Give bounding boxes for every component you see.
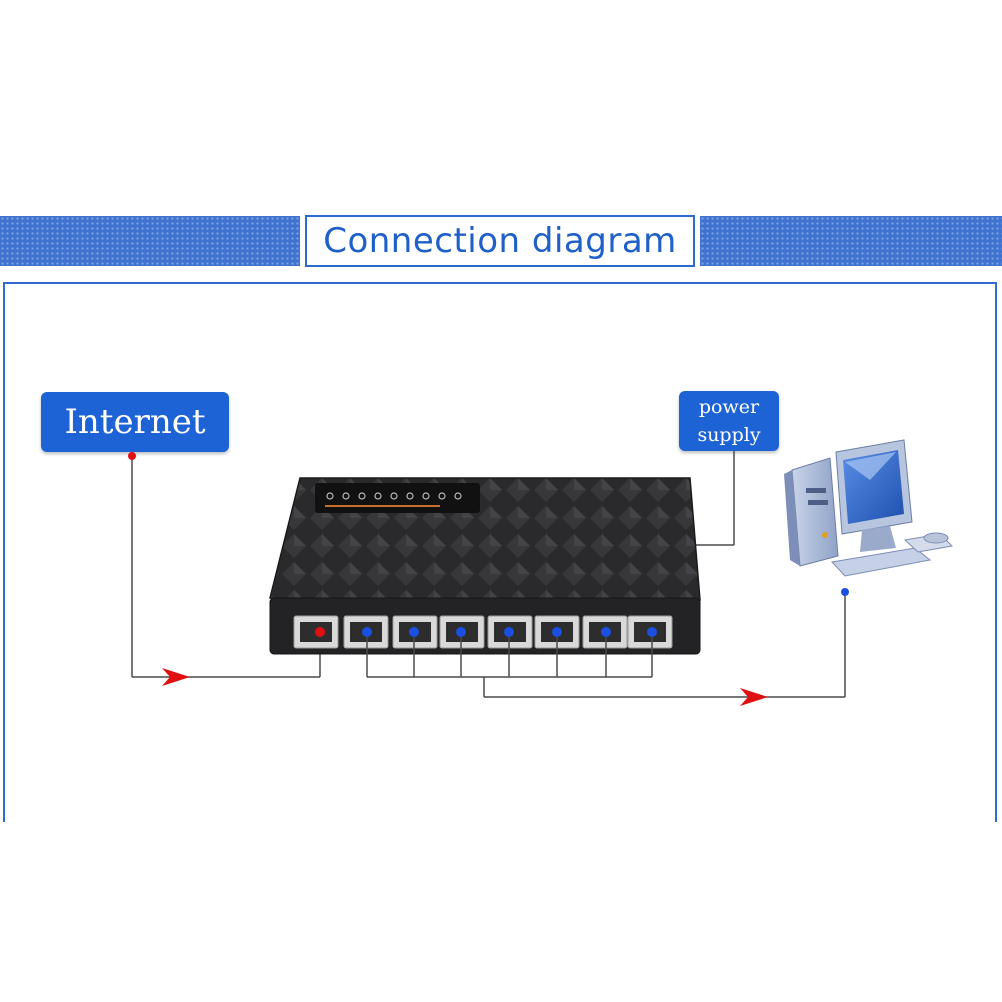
lan-arrow [740, 688, 768, 706]
title-banner-right [700, 216, 1002, 266]
diagram-frame [3, 282, 997, 822]
power-label-line1: power [698, 396, 760, 418]
power-label-line2: supply [697, 424, 761, 446]
computer-port-dot [841, 588, 849, 596]
lan-connector [366, 592, 846, 698]
computer-icon [784, 439, 954, 577]
title-box: Connection diagram [305, 215, 695, 267]
power-supply-label: power supply [679, 391, 779, 451]
internet-label: Internet [41, 392, 229, 452]
uplink-port-dot [315, 627, 325, 637]
lan-port-dots [362, 627, 657, 637]
internet-label-text: Internet [64, 402, 206, 442]
switch-icon [269, 477, 701, 655]
title-banner-left [0, 216, 300, 266]
internet-arrow [162, 668, 190, 686]
page-title: Connection diagram [323, 221, 677, 261]
power-connector [690, 451, 735, 546]
